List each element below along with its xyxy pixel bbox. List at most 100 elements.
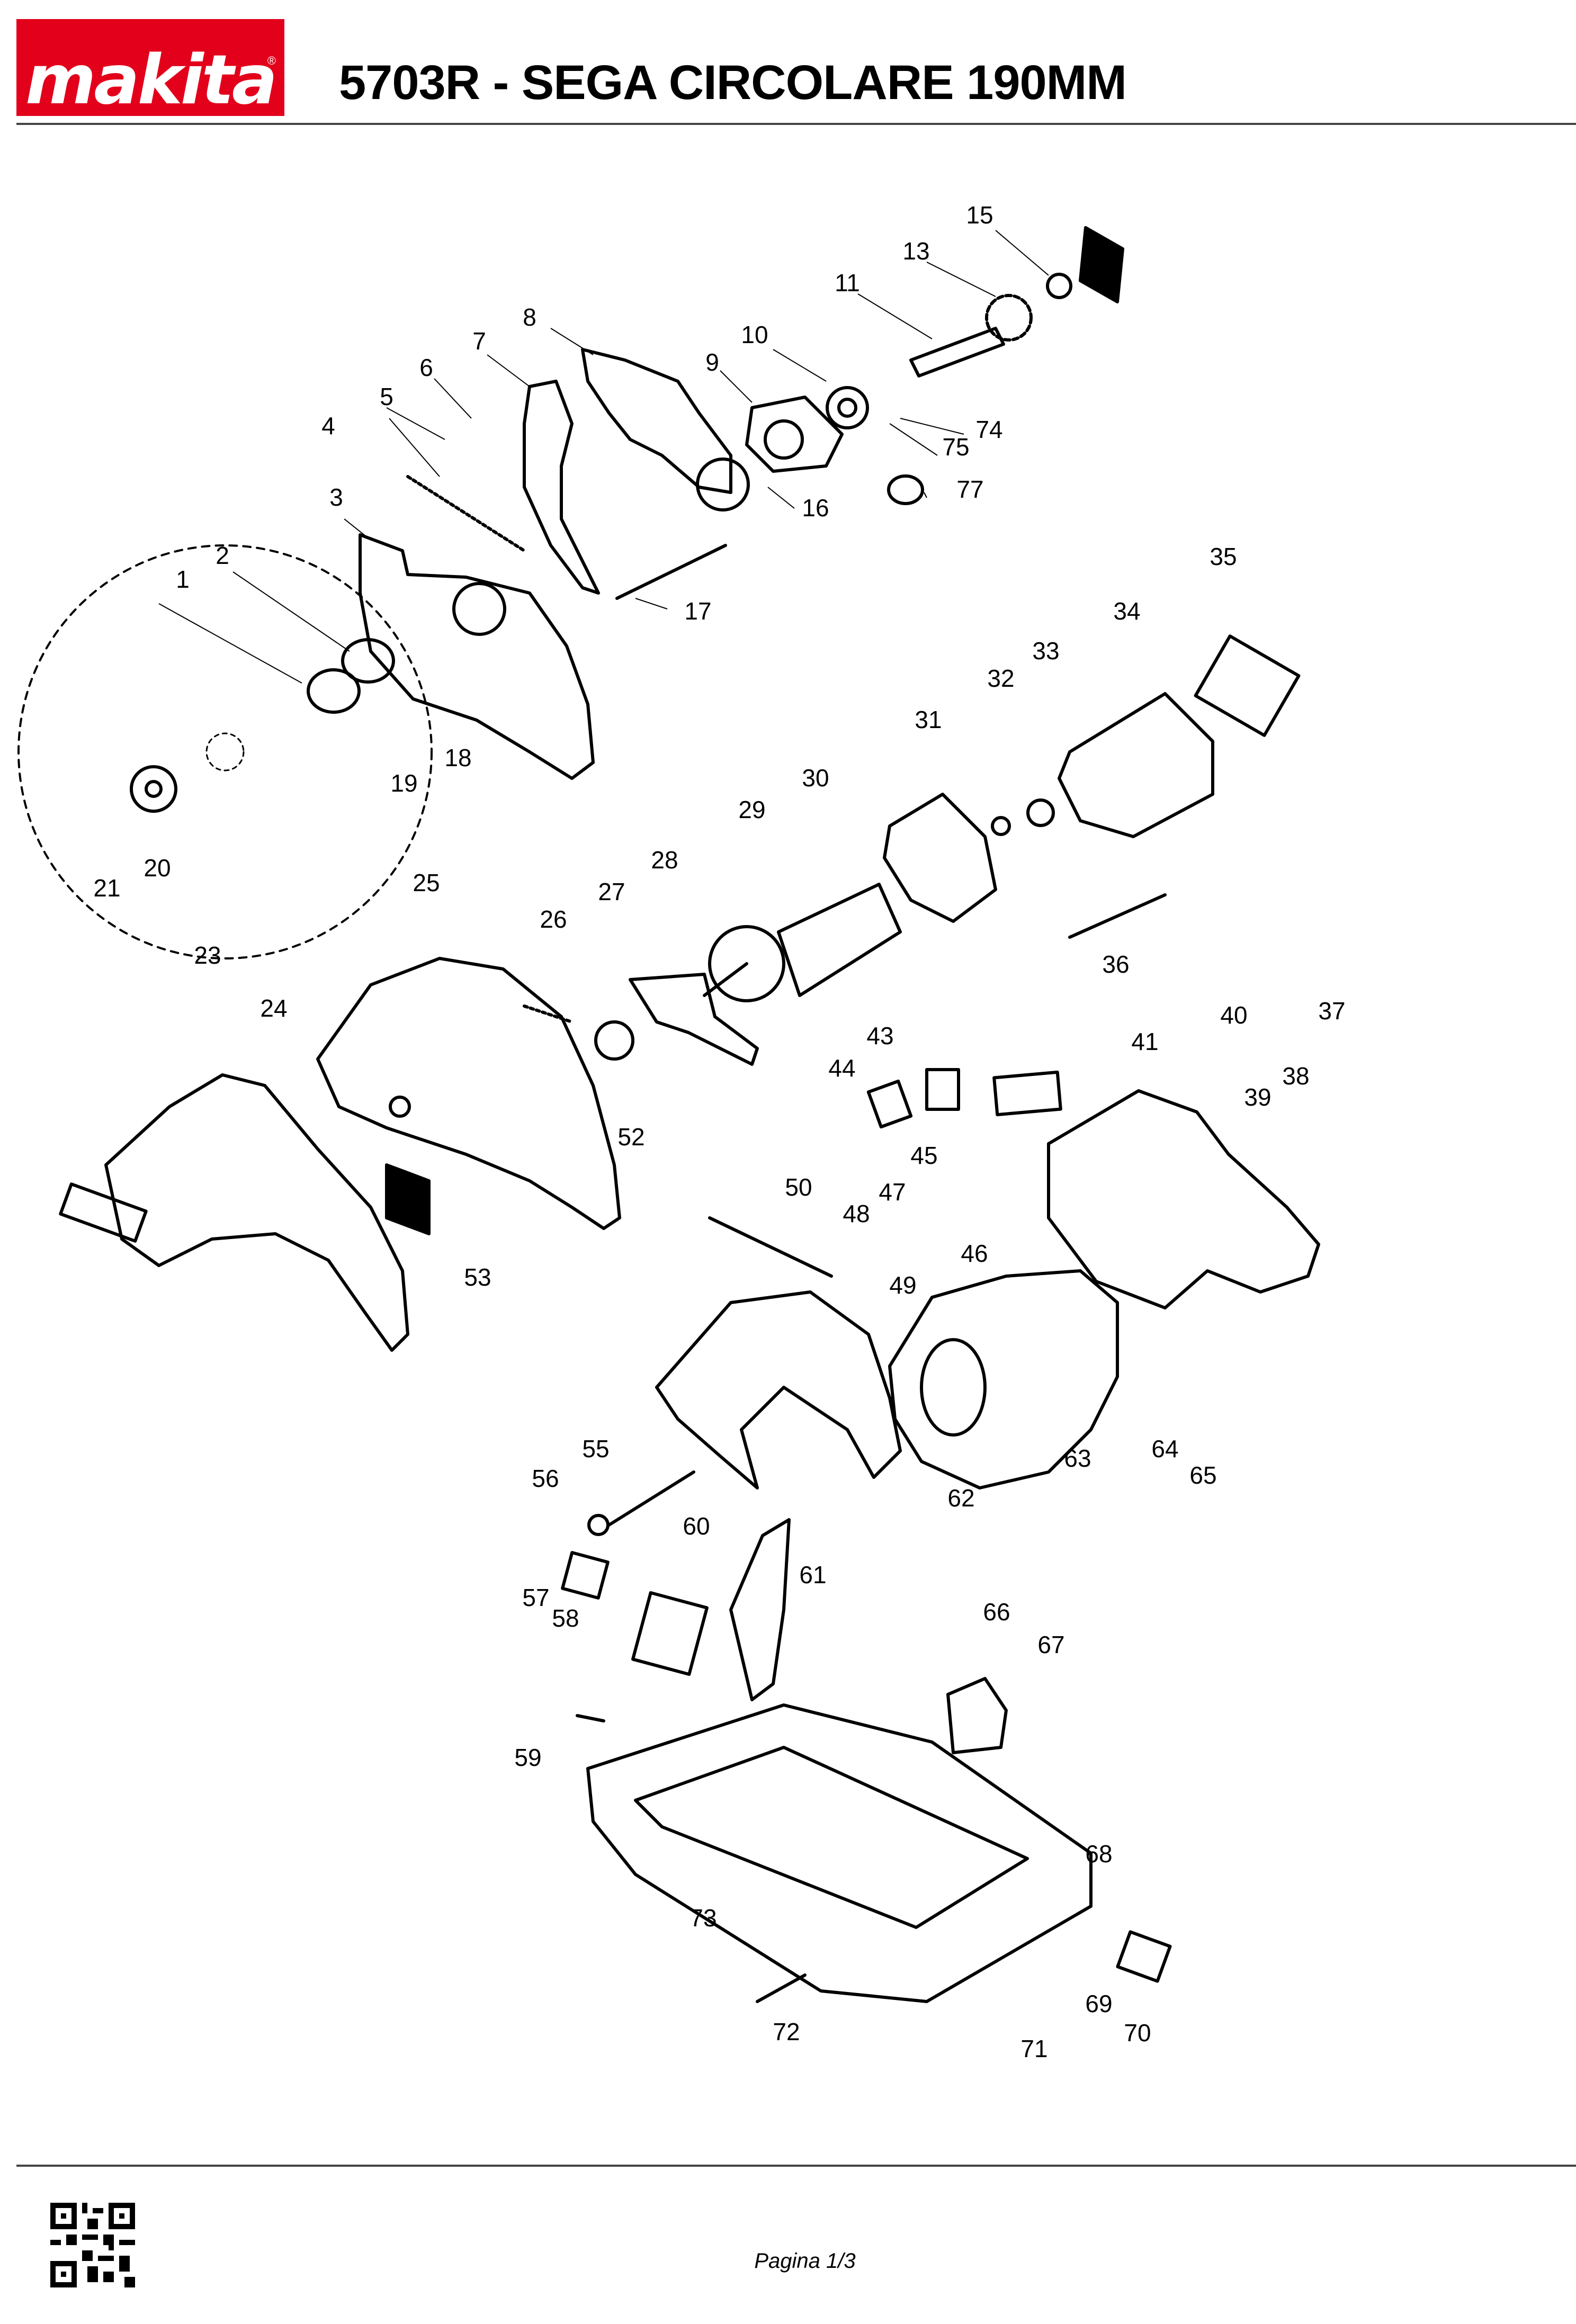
cord-guard	[708, 1216, 833, 1278]
part-number-label: 43	[866, 1022, 893, 1049]
part-number-label: 2	[216, 542, 229, 569]
part-number-label: 53	[464, 1263, 491, 1291]
part-number-label: 3	[329, 483, 343, 511]
page-title: 5703R - SEGA CIRCOLARE 190MM	[339, 56, 1127, 110]
part-number-label: 21	[93, 874, 120, 902]
part-number-label: 5	[380, 383, 393, 410]
depth-guide	[729, 1518, 791, 1701]
part-number-label: 24	[260, 994, 287, 1022]
part-number-label: 37	[1318, 997, 1345, 1025]
section-a-box	[1079, 226, 1124, 303]
brush-holder-block	[1194, 634, 1301, 737]
part-number-label: 36	[1102, 950, 1129, 978]
part-number-label: 58	[552, 1604, 579, 1632]
handle-pin	[607, 1470, 695, 1527]
fan-baffle	[883, 793, 997, 923]
knob-70	[1116, 1930, 1172, 1983]
motor-housing	[888, 1269, 1119, 1489]
part-number-label: 66	[983, 1598, 1010, 1626]
part-number-label: 57	[522, 1584, 549, 1611]
part-number-label: 17	[684, 597, 711, 625]
blade-case	[316, 957, 621, 1230]
part-number-label: 28	[651, 846, 678, 874]
part-number-label: 70	[1124, 2019, 1151, 2047]
part-number-label: 73	[690, 1904, 717, 1932]
registered-mark: ®	[267, 54, 276, 67]
part-number-label: 50	[785, 1173, 812, 1201]
part-number-label: 18	[444, 744, 471, 771]
part-number-label: 16	[802, 494, 829, 522]
lever-arm	[523, 380, 600, 595]
spring-26	[523, 1004, 574, 1024]
part-number-label: 52	[617, 1123, 644, 1151]
pin-59	[576, 1714, 605, 1722]
bearing-27	[594, 1020, 634, 1061]
part-number-label: 38	[1282, 1062, 1309, 1090]
armature-fan	[708, 925, 785, 1002]
part-number-label: 72	[773, 2018, 800, 2045]
part-number-label: 61	[799, 1561, 826, 1589]
part-number-label: 11	[835, 269, 860, 297]
bracket-plate	[631, 1591, 709, 1676]
blade-center	[205, 732, 245, 771]
guard-plate	[581, 348, 732, 494]
part-number-label: 77	[956, 475, 983, 503]
inner-flange-washer	[307, 668, 361, 714]
label	[59, 1182, 148, 1243]
handle	[655, 1290, 902, 1489]
page-header: makita ® 5703R - SEGA CIRCOLARE 190MM	[0, 0, 1576, 127]
safety-guard	[359, 533, 595, 780]
pin-72	[756, 1973, 807, 2003]
part-number-labels: 1234567891011131516171819202123242526272…	[93, 201, 1345, 2062]
ball-bearing	[826, 386, 869, 429]
part-number-label: 46	[961, 1240, 988, 1267]
part-number-label: 34	[1113, 597, 1140, 625]
section-a-box-2	[385, 1163, 431, 1235]
qr-code	[50, 2203, 135, 2287]
part-number-label: 41	[1131, 1028, 1158, 1055]
part-number-label: 45	[910, 1142, 937, 1169]
exploded-parts-diagram: 1234567891011131516171819202123242526272…	[17, 201, 1346, 2062]
part-number-label: 62	[947, 1484, 974, 1512]
part-number-label: 29	[738, 796, 765, 823]
spring	[406, 475, 526, 552]
part-number-label: 33	[1032, 637, 1059, 665]
handle-cover	[1047, 1089, 1320, 1309]
field-screw	[1068, 893, 1167, 939]
part-number-label: 26	[540, 905, 567, 933]
part-number-label: 55	[582, 1435, 609, 1462]
part-number-label: 69	[1085, 1990, 1112, 2017]
part-number-label: 39	[1244, 1083, 1271, 1111]
header-divider	[16, 123, 1576, 125]
makita-logo: makita ®	[16, 19, 284, 116]
part-number-label: 56	[532, 1465, 559, 1492]
spur-gear	[985, 294, 1033, 342]
part-number-label: 64	[1151, 1435, 1178, 1462]
base-plate	[586, 1703, 1093, 2003]
logo-wordmark: makita	[25, 41, 277, 120]
part-number-label: 1	[176, 566, 190, 593]
part-number-label: 8	[523, 303, 536, 331]
part-number-label: 59	[514, 1744, 541, 1771]
part-number-label: 20	[144, 854, 171, 882]
part-number-label: 6	[419, 354, 433, 381]
nut-56	[587, 1514, 610, 1536]
armature	[777, 883, 902, 997]
spindle	[909, 327, 1005, 378]
part-number-label: 60	[683, 1512, 710, 1540]
part-number-label: 74	[975, 416, 1002, 443]
part-number-label: 25	[413, 869, 440, 896]
part-number-label: 47	[879, 1178, 906, 1206]
o-ring	[887, 474, 924, 505]
part-number-label: 63	[1064, 1444, 1091, 1472]
part-number-label: 32	[987, 665, 1014, 692]
part-number-label: 75	[942, 433, 969, 461]
part-number-label: 30	[802, 764, 829, 792]
knob-57	[561, 1551, 610, 1600]
part-number-label: 23	[194, 941, 221, 969]
part-number-label: 67	[1037, 1631, 1064, 1658]
saw-blade	[17, 544, 433, 959]
part-number-label: 19	[390, 769, 417, 797]
field-coil	[1058, 692, 1214, 838]
part-number-label: 71	[1020, 2035, 1047, 2062]
